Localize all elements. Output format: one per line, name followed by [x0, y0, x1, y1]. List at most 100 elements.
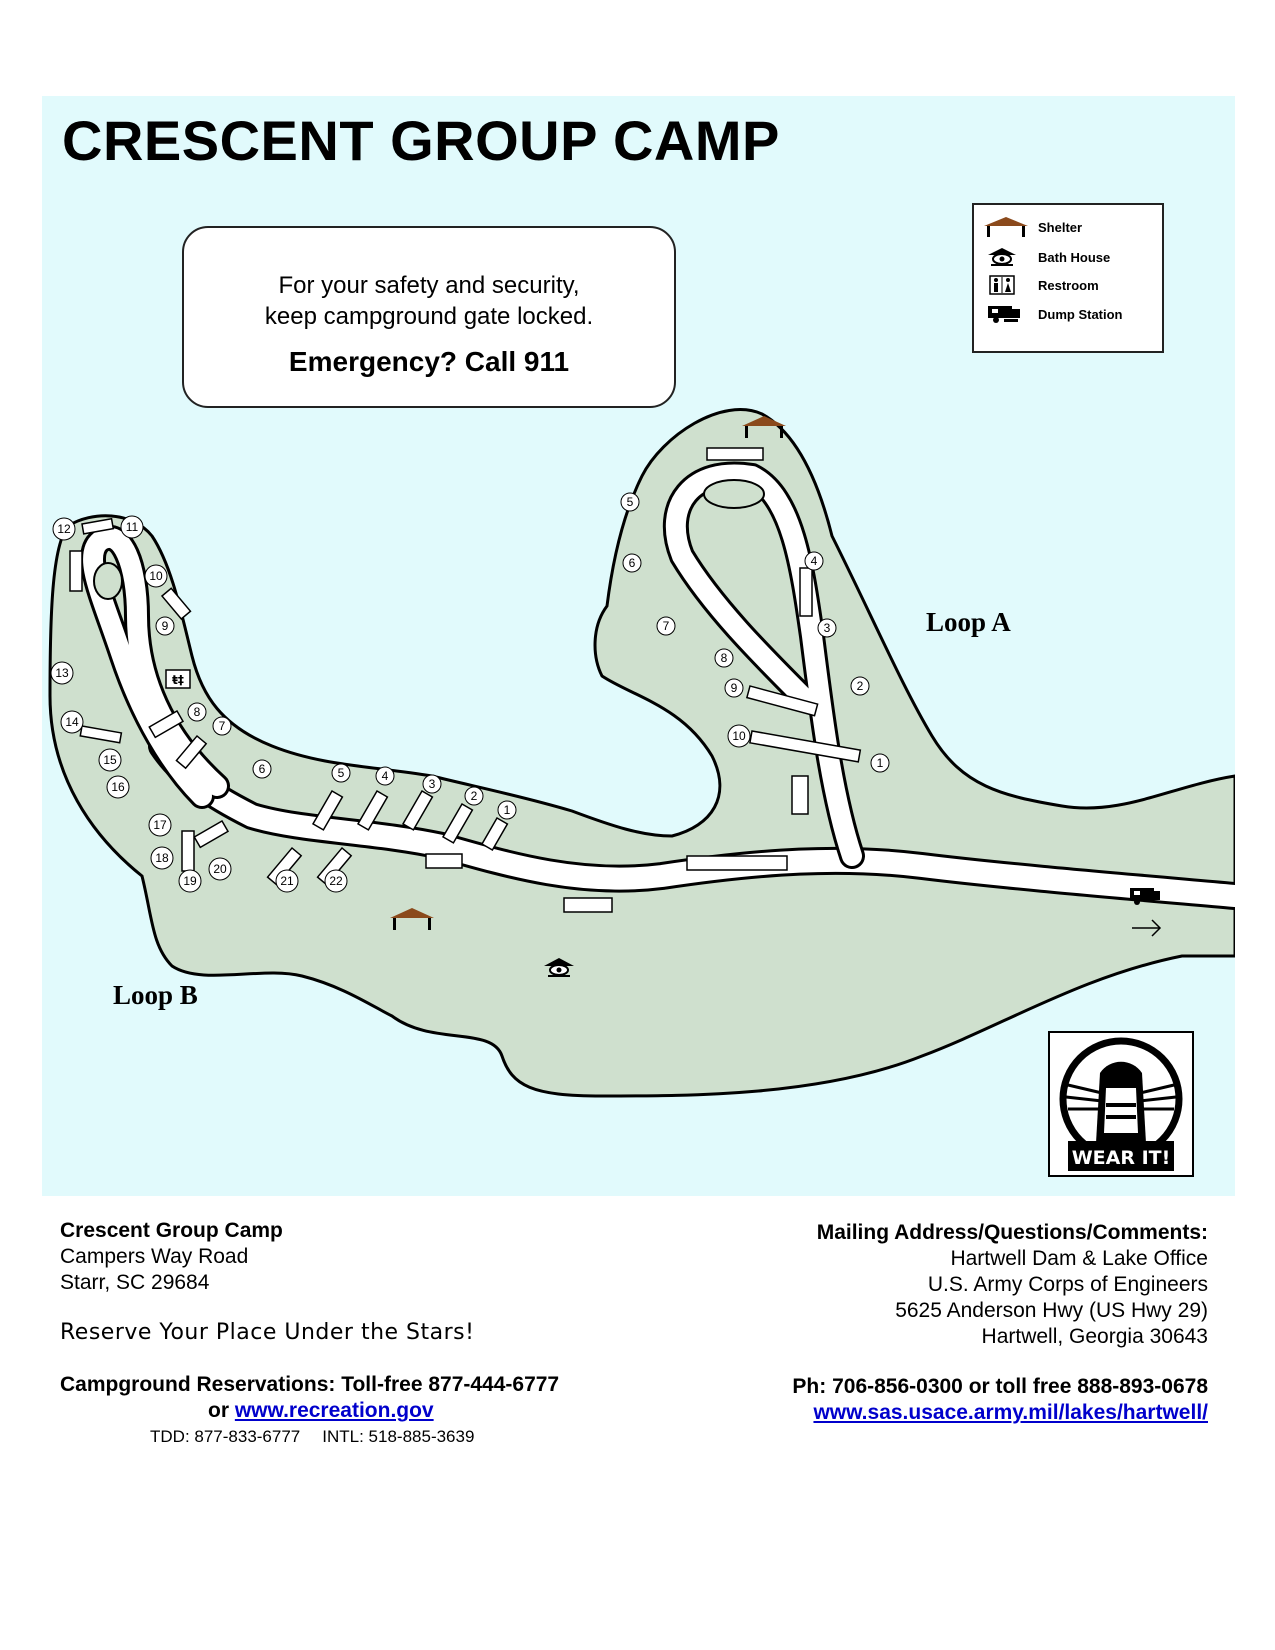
svg-text:8: 8 — [194, 705, 201, 719]
svg-text:2: 2 — [857, 679, 864, 693]
recreation-gov-link[interactable]: www.recreation.gov — [234, 1399, 434, 1422]
hartwell-website-link[interactable]: www.sas.usace.army.mil/lakes/hartwell/ — [813, 1401, 1208, 1424]
address-line-1: Hartwell Dam & Lake Office — [950, 1247, 1208, 1270]
svg-text:4: 4 — [382, 769, 389, 783]
address-line-3: 5625 Anderson Hwy (US Hwy 29) — [895, 1299, 1208, 1322]
tdd-number: TDD: 877-833-6777 — [150, 1427, 301, 1446]
restroom-icon: ŧ‡ — [165, 669, 191, 689]
loop-b-label: Loop B — [113, 980, 198, 1010]
site-marker: 2 — [850, 676, 870, 696]
site-marker: 11 — [120, 515, 144, 539]
site-marker: 7 — [656, 616, 676, 636]
svg-text:1: 1 — [504, 803, 511, 817]
map-legend: Shelter Bath House Restroom Dump Station — [972, 203, 1164, 353]
legend-label: Bath House — [1038, 249, 1111, 265]
svg-text:5: 5 — [338, 766, 345, 780]
svg-text:11: 11 — [126, 520, 139, 534]
svg-text:6: 6 — [259, 762, 266, 776]
loop-a-island — [703, 479, 765, 509]
site-marker: 9 — [155, 616, 175, 636]
address-line-4: Hartwell, Georgia 30643 — [981, 1325, 1208, 1348]
site-marker: 5 — [620, 492, 640, 512]
legend-label: Dump Station — [1038, 306, 1123, 322]
svg-text:20: 20 — [213, 862, 227, 876]
svg-text:17: 17 — [153, 818, 167, 832]
svg-text:10: 10 — [732, 729, 746, 743]
legend-item-dump-station: Dump Station — [982, 302, 1123, 326]
parking-lots — [425, 447, 809, 913]
site-marker: 19 — [178, 869, 202, 893]
land-mass — [48, 408, 1235, 1098]
svg-text:21: 21 — [280, 874, 294, 888]
tdd-intl-line: TDD: 877-833-6777 INTL: 518-885-3639 — [60, 1424, 700, 1450]
reservations-line: Campground Reservations: Toll-free 877-4… — [60, 1373, 560, 1396]
legend-item-shelter: Shelter — [982, 215, 1082, 239]
mailing-info: Mailing Address/Questions/Comments: Hart… — [700, 1220, 1208, 1426]
safety-notice: For your safety and security, keep campg… — [182, 226, 676, 408]
site-marker: 6 — [252, 759, 272, 779]
campground-info: Crescent Group Camp Campers Way Road Sta… — [60, 1218, 700, 1450]
svg-text:7: 7 — [219, 719, 226, 733]
site-marker: 3 — [422, 774, 442, 794]
site-marker: 1 — [870, 753, 890, 773]
svg-text:8: 8 — [721, 651, 728, 665]
restroom-icon — [982, 273, 1038, 297]
svg-text:16: 16 — [111, 780, 125, 794]
site-marker: 3 — [817, 618, 837, 638]
site-marker: 21 — [275, 869, 299, 893]
notice-line-2: keep campground gate locked. — [264, 303, 594, 330]
site-marker: 15 — [98, 748, 122, 772]
svg-text:22: 22 — [329, 874, 343, 888]
or-text: or — [208, 1399, 235, 1422]
svg-text:18: 18 — [155, 851, 169, 865]
site-marker: 4 — [375, 766, 395, 786]
arrow-right-icon — [1132, 919, 1162, 937]
bath-house-icon — [982, 245, 1038, 269]
life-jacket-icon: WEAR IT! — [1059, 1037, 1183, 1171]
site-marker: 13 — [50, 661, 74, 685]
slogan: Reserve Your Place Under the Stars! — [60, 1320, 475, 1345]
svg-text:ŧ‡: ŧ‡ — [172, 673, 184, 687]
notice-line-1: For your safety and security, — [278, 272, 580, 299]
site-marker: 1 — [497, 800, 517, 820]
legend-item-bath-house: Bath House — [982, 245, 1110, 269]
site-marker: 22 — [324, 869, 348, 893]
campground-city: Starr, SC 29684 — [60, 1271, 210, 1294]
loop-a-site-markers: 1 2 3 4 5 6 7 8 9 10 — [620, 492, 890, 773]
svg-text:2: 2 — [471, 789, 478, 803]
address-line-2: U.S. Army Corps of Engineers — [927, 1273, 1208, 1296]
emergency-notice: Emergency? Call 911 — [288, 346, 570, 377]
svg-text:10: 10 — [149, 569, 163, 583]
site-marker: 5 — [331, 763, 351, 783]
loop-b-site-markers: 1 2 3 4 5 6 7 8 9 10 11 12 13 14 15 16 1… — [50, 515, 517, 893]
svg-text:12: 12 — [57, 522, 71, 536]
site-marker: 12 — [52, 517, 76, 541]
svg-text:6: 6 — [629, 556, 636, 570]
site-marker: 10 — [727, 724, 751, 748]
campground-street: Campers Way Road — [60, 1245, 249, 1268]
svg-text:5: 5 — [627, 495, 634, 509]
site-pads — [69, 517, 862, 886]
svg-text:3: 3 — [429, 777, 436, 791]
campground-name: Crescent Group Camp — [60, 1219, 283, 1242]
bath-house-icon — [544, 958, 574, 977]
page-title: CRESCENT GROUP CAMP — [62, 109, 780, 172]
legend-item-restroom: Restroom — [982, 273, 1099, 297]
svg-text:4: 4 — [811, 554, 818, 568]
loop-b-island — [93, 562, 123, 600]
site-marker: 6 — [622, 553, 642, 573]
intl-number: INTL: 518-885-3639 — [322, 1427, 475, 1446]
shelter-icon — [982, 215, 1038, 239]
svg-text:13: 13 — [55, 666, 69, 680]
site-marker: 8 — [714, 648, 734, 668]
svg-text:9: 9 — [162, 619, 169, 633]
badge-text: WEAR IT! — [1072, 1147, 1171, 1169]
site-marker: 7 — [212, 716, 232, 736]
reservations-website-line: or www.recreation.gov — [60, 1398, 700, 1424]
svg-text:19: 19 — [183, 874, 197, 888]
site-marker: 18 — [150, 846, 174, 870]
svg-text:7: 7 — [663, 619, 670, 633]
site-marker: 10 — [144, 564, 168, 588]
site-marker: 8 — [187, 702, 207, 722]
site-marker: 16 — [106, 775, 130, 799]
